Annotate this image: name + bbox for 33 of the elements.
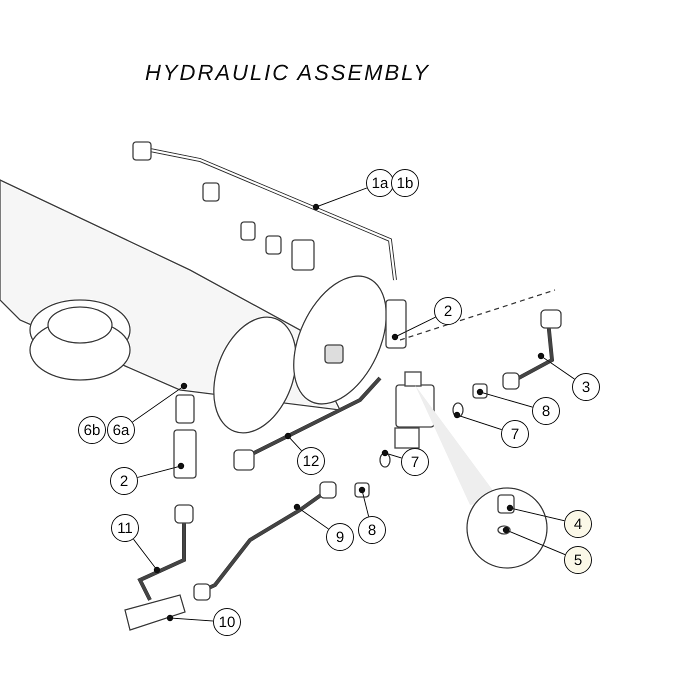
leader-line: [294, 504, 330, 530]
leader-line: [476, 388, 534, 408]
callout-number: 12: [297, 447, 325, 475]
callout-number: 9: [326, 523, 354, 551]
callout-number: 1b: [391, 169, 419, 197]
callout-number: 8: [532, 397, 560, 425]
leader-line: [502, 526, 566, 556]
leader-line: [358, 486, 370, 517]
callout-number: 4: [564, 510, 592, 538]
leader-line: [284, 432, 302, 452]
leader-line: [137, 462, 184, 478]
leader-line: [392, 316, 436, 340]
callout-number: 2: [110, 467, 138, 495]
leader-line: [132, 382, 188, 422]
leader-line: [538, 352, 575, 380]
leader-line: [506, 504, 565, 522]
callout-number: 1a: [366, 169, 394, 197]
callout-number: 10: [213, 608, 241, 636]
leader-line: [454, 412, 502, 430]
leader-line: [132, 538, 160, 574]
callout-number: 5: [564, 546, 592, 574]
callout-number: 8: [358, 516, 386, 544]
leader-line: [382, 450, 402, 458]
callout-number: 6b: [78, 416, 106, 444]
callout-number: 11: [111, 514, 139, 542]
leader-line: [312, 187, 368, 210]
diagram-title: HYDRAULIC ASSEMBLY: [145, 60, 430, 86]
callout-number: 7: [501, 420, 529, 448]
callout-number: 3: [572, 373, 600, 401]
callout-number: 6a: [107, 416, 135, 444]
callout-number: 7: [401, 448, 429, 476]
leader-line: [166, 614, 214, 622]
callout-number: 2: [434, 297, 462, 325]
